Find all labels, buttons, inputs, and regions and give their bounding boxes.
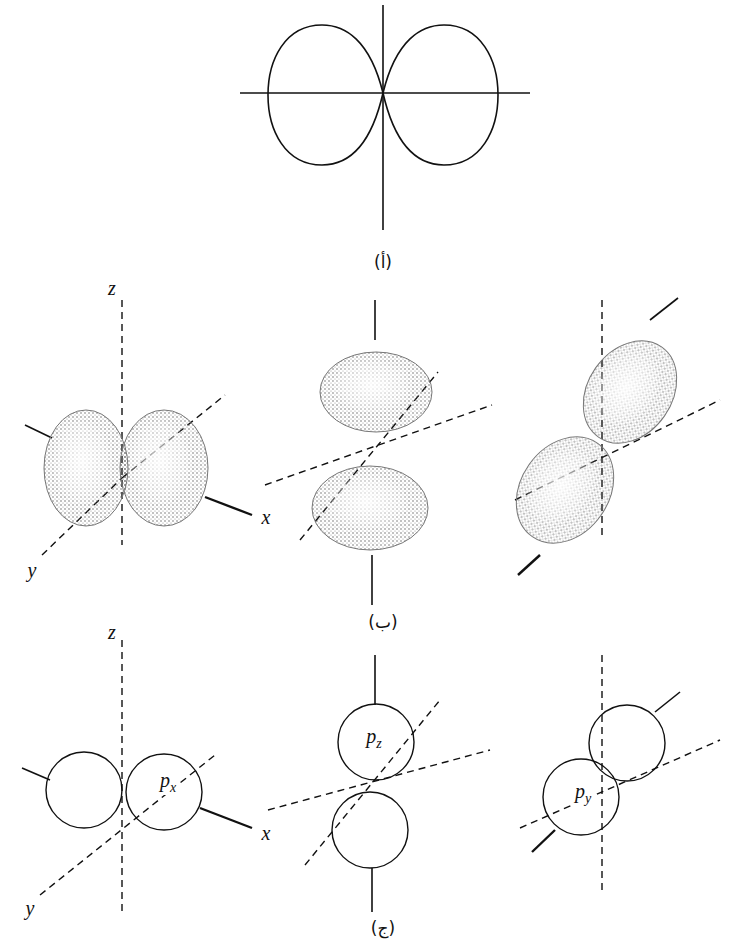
axis-label: y	[25, 897, 36, 919]
panel-letter: (أ)	[374, 253, 392, 272]
axis-label: y	[27, 559, 38, 581]
axis-label: z	[107, 277, 117, 299]
orbital-lobe	[46, 752, 122, 828]
axis-label: z	[107, 621, 117, 643]
orbital-circle: px	[125, 753, 203, 831]
orbital-lobe	[589, 705, 665, 781]
axis-label: x	[261, 822, 272, 844]
orbital-lobe	[332, 792, 408, 868]
shaded-orbitals	[25, 298, 720, 605]
orbital-circle: py	[542, 758, 620, 836]
polar-plot	[240, 5, 530, 230]
axis-label: x	[261, 506, 272, 528]
orbital-axes	[22, 640, 720, 915]
orbital-label: pz	[364, 725, 383, 751]
orbital-label: px	[158, 769, 178, 795]
orbital-circle: pz	[337, 703, 415, 781]
panel-letter: (ب)	[368, 613, 397, 632]
panel-letter: (ج)	[371, 919, 395, 938]
orbital-label: py	[573, 780, 593, 806]
lobe	[44, 410, 208, 526]
